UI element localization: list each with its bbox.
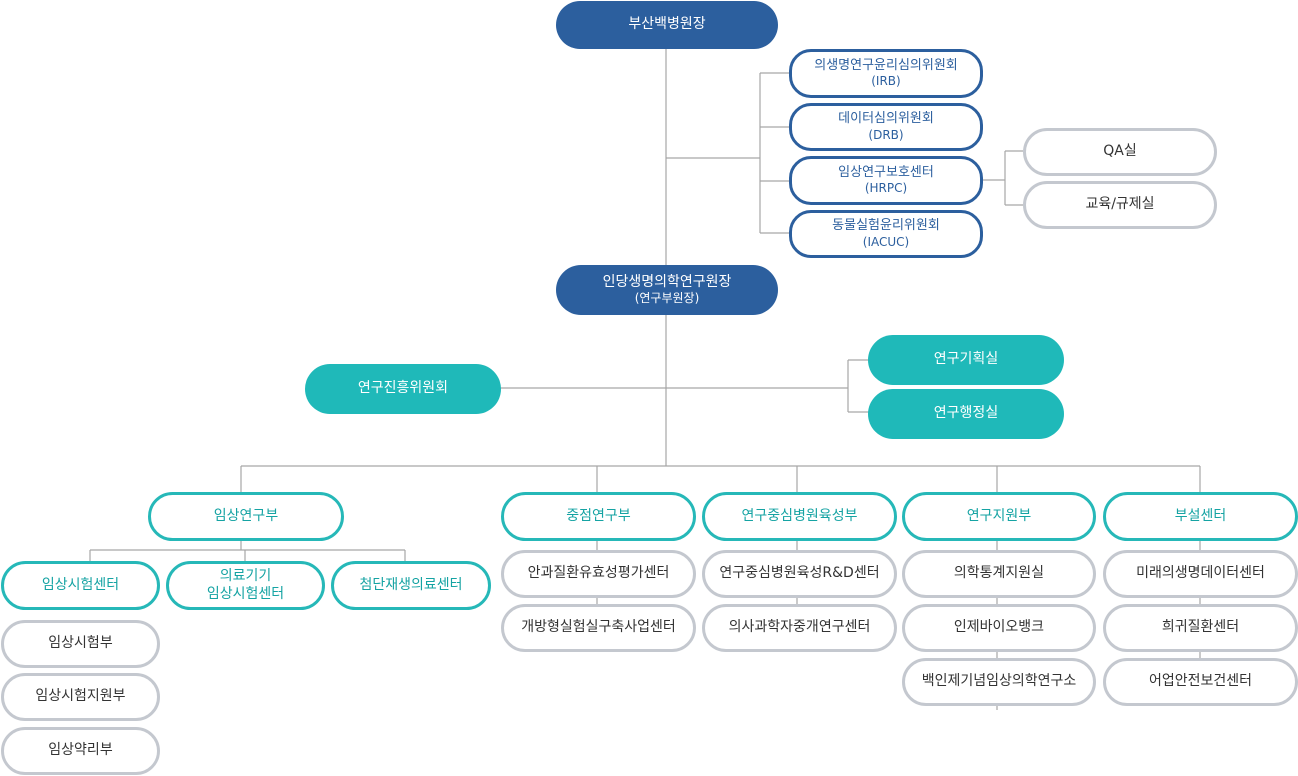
node-safety: 어업안전보건센터 bbox=[1103, 658, 1298, 706]
node-pharm: 임상약리부 bbox=[1, 727, 160, 775]
node-stats: 의학통계지원실 bbox=[902, 550, 1096, 598]
node-rare: 희귀질환센터 bbox=[1103, 604, 1298, 652]
node-rnd: 연구중심병원육성R&D센터 bbox=[702, 550, 897, 598]
node-future: 미래의생명데이터센터 bbox=[1103, 550, 1298, 598]
node-inje: 인당생명의학연구원장(연구부원장) bbox=[556, 265, 778, 315]
node-promo: 연구진흥위원회 bbox=[305, 364, 501, 414]
node-focus: 중점연구부 bbox=[501, 492, 696, 541]
node-biobank: 인제바이오뱅크 bbox=[902, 604, 1096, 652]
node-baekin: 백인제기념임상의학연구소 bbox=[902, 658, 1096, 706]
node-edu: 교육/규제실 bbox=[1023, 181, 1217, 229]
node-iacuc: 동물실험윤리위원회(IACUC) bbox=[789, 210, 983, 258]
node-regen: 첨단재생의료센터 bbox=[331, 561, 491, 610]
node-eye: 안과질환유효성평가센터 bbox=[501, 550, 696, 598]
node-plan: 연구기획실 bbox=[868, 335, 1064, 385]
node-admin: 연구행정실 bbox=[868, 389, 1064, 439]
node-trialsup: 임상시험지원부 bbox=[1, 673, 160, 721]
node-hospital: 연구중심병원육성부 bbox=[702, 492, 897, 541]
node-clinical: 임상연구부 bbox=[148, 492, 344, 541]
node-trial: 임상시험부 bbox=[1, 620, 160, 668]
node-ctc: 임상시험센터 bbox=[1, 561, 160, 610]
node-qa: QA실 bbox=[1023, 128, 1217, 176]
node-drb: 데이터심의위원회(DRB) bbox=[789, 103, 983, 151]
node-affil: 부설센터 bbox=[1103, 492, 1298, 541]
node-support: 연구지원부 bbox=[902, 492, 1096, 541]
node-irb: 의생명연구윤리심의위원회(IRB) bbox=[789, 49, 983, 98]
node-bridge: 의사과학자중개연구센터 bbox=[702, 604, 897, 652]
node-director: 부산백병원장 bbox=[556, 1, 778, 49]
node-lab: 개방형실험실구축사업센터 bbox=[501, 604, 696, 652]
node-hrpc: 임상연구보호센터(HRPC) bbox=[789, 156, 983, 205]
